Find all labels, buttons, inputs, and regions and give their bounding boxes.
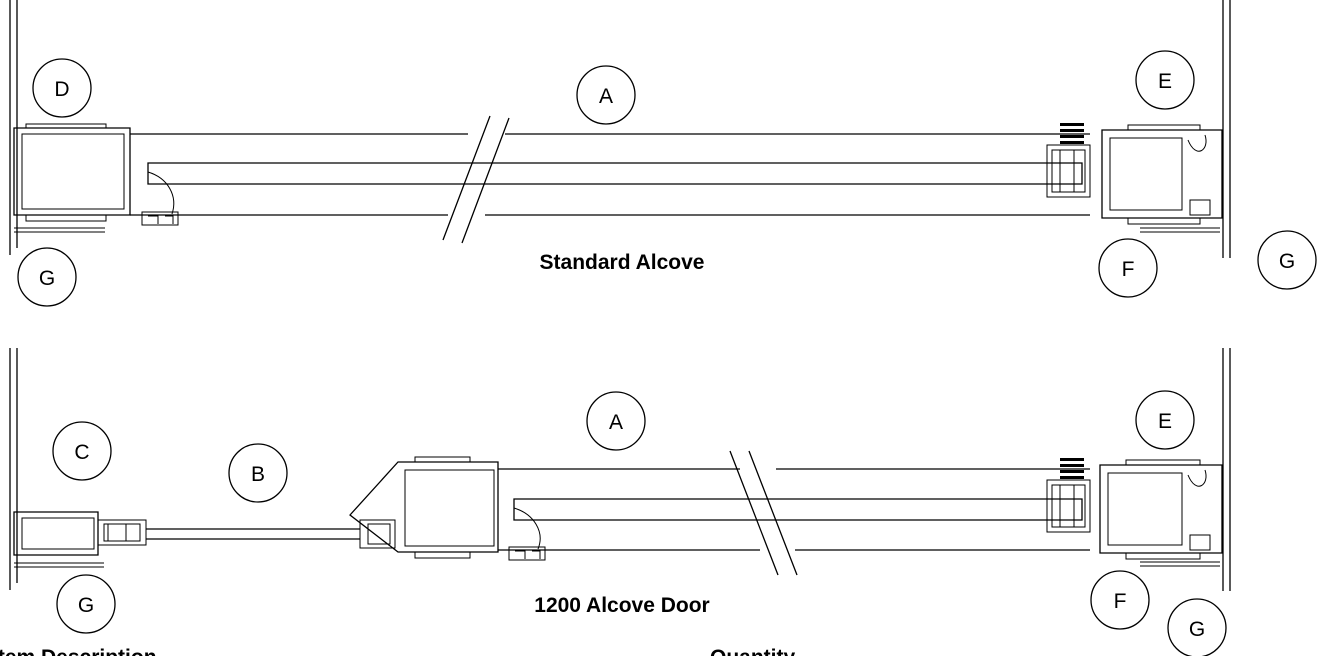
standard-alcove-drawing: D A E G F G Standard Alcove [9, 0, 1317, 307]
right-wall-profile [1101, 124, 1223, 233]
label-b-bottom: B [228, 443, 288, 503]
left-wall-line-bottom [9, 348, 18, 590]
svg-text:A: A [609, 411, 623, 434]
table-header-quantity: Quantity [710, 646, 795, 656]
svg-text:G: G [78, 594, 94, 617]
panel-a-bottom [498, 450, 1090, 576]
table-header-description: Item Description [0, 646, 157, 656]
svg-text:A: A [599, 85, 613, 108]
panel-b [146, 528, 360, 540]
right-wall-line-bottom [1222, 348, 1231, 591]
right-wall-line [1222, 0, 1231, 258]
label-f-bottom: F [1090, 570, 1150, 630]
svg-text:G: G [39, 267, 55, 290]
label-f-top: F [1098, 238, 1158, 298]
label-a-top: A [576, 65, 636, 125]
svg-text:D: D [54, 78, 69, 101]
label-c-bottom: C [52, 421, 112, 481]
parts-table-header: Item Description Quantity [0, 646, 795, 656]
right-magnet-profile [1046, 123, 1091, 198]
label-a-bottom: A [586, 391, 646, 451]
label-g-top-left: G [17, 247, 77, 307]
label-g-bottom-right: G [1167, 598, 1227, 656]
standard-alcove-caption: Standard Alcove [540, 251, 705, 274]
svg-text:E: E [1158, 70, 1172, 93]
middle-profile [349, 456, 499, 559]
alcove-door-caption: 1200 Alcove Door [534, 594, 709, 617]
label-e-bottom: E [1135, 390, 1195, 450]
svg-text:C: C [74, 441, 89, 464]
label-e-top: E [1135, 50, 1195, 110]
label-g-bottom-left: G [56, 574, 116, 634]
label-d-top: D [32, 58, 92, 118]
panel-a-top [130, 115, 1090, 244]
svg-text:B: B [251, 463, 265, 486]
left-wall-profile [13, 123, 131, 233]
left-fixed-profile [13, 511, 147, 568]
svg-text:G: G [1189, 618, 1205, 641]
alcove-door-drawing: C B A E G F G 1200 Alcove Door [9, 348, 1231, 656]
svg-text:G: G [1279, 250, 1295, 273]
svg-text:F: F [1114, 590, 1127, 613]
left-wall-line [9, 0, 18, 255]
svg-text:F: F [1122, 258, 1135, 281]
svg-text:E: E [1158, 410, 1172, 433]
label-g-top-right: G [1257, 230, 1317, 290]
right-wall-profile-bottom [1099, 459, 1223, 567]
right-magnet-profile-bottom [1046, 458, 1091, 533]
